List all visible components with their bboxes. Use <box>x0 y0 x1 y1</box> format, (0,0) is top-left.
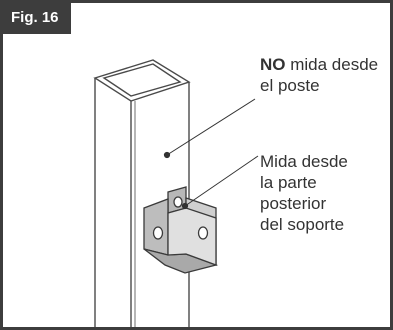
bracket-hole-top <box>173 196 183 208</box>
bracket-hole-right <box>197 226 209 240</box>
callout-measure-line4: del soporte <box>260 215 345 234</box>
figure-label: Fig. 16 <box>3 3 71 34</box>
post <box>93 59 191 327</box>
post-top-inner <box>102 63 182 97</box>
bracket-hole-left <box>152 226 164 240</box>
leader-line-post <box>166 98 256 156</box>
bracket <box>143 186 219 274</box>
leader-lines <box>163 98 259 210</box>
callout-measure-line2: la parte <box>260 173 317 192</box>
callout-no-emphasis: NO <box>260 55 286 74</box>
callout-measure-line3: posterior <box>260 194 327 213</box>
callout-no-measure-line1: NO mida desde <box>260 54 390 75</box>
callout-no-measure-post: NO mida desde el poste <box>260 54 390 96</box>
post-and-bracket-illustration <box>93 59 259 327</box>
callout-no-measure-line2: el poste <box>260 76 320 95</box>
callout-no-measure-rest: mida desde <box>285 55 379 74</box>
callout-measure-bracket: Mida desde la parte posterior del soport… <box>260 151 390 235</box>
leader-dot-post <box>163 151 171 159</box>
leader-dot-bracket <box>181 202 189 210</box>
callout-measure-line1: Mida desde <box>260 152 348 171</box>
leader-line-bracket <box>184 155 259 207</box>
